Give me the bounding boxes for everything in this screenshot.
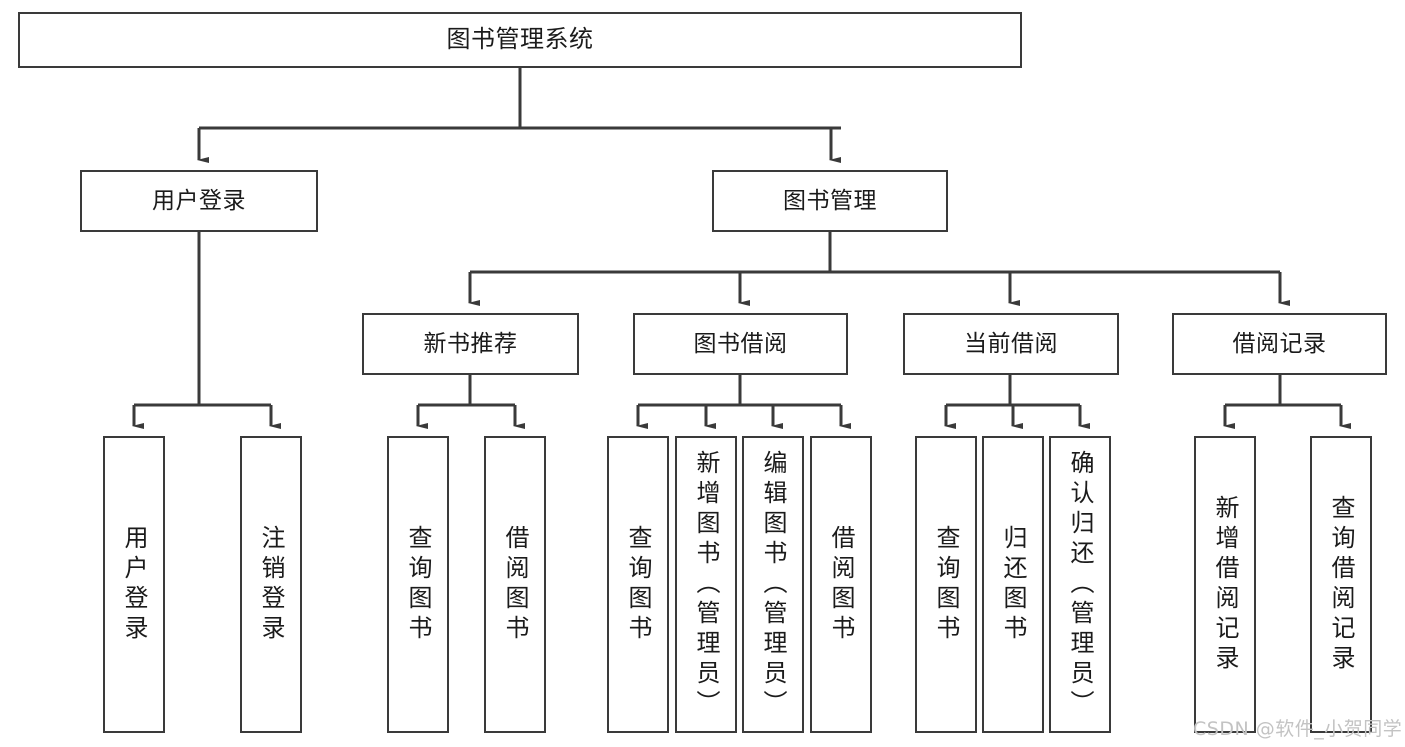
leaf-node[interactable]: 编辑图书（管理员） (742, 436, 804, 733)
node-current-borrow-label: 当前借阅 (964, 330, 1058, 357)
node-current-borrow[interactable]: 当前借阅 (903, 313, 1119, 375)
leaf-node-label: 查询图书 (624, 524, 652, 645)
leaf-node[interactable]: 查询借阅记录 (1310, 436, 1372, 733)
node-root[interactable]: 图书管理系统 (18, 12, 1022, 68)
leaf-node-label: 编辑图书（管理员） (759, 449, 787, 720)
leaf-node[interactable]: 借阅图书 (810, 436, 872, 733)
leaf-node-label: 注销登录 (257, 524, 285, 645)
leaf-node-label: 归还图书 (999, 524, 1027, 645)
node-root-label: 图书管理系统 (446, 25, 594, 54)
leaf-node[interactable]: 新增借阅记录 (1194, 436, 1256, 733)
node-user-login[interactable]: 用户登录 (80, 170, 318, 232)
node-new-book-rec[interactable]: 新书推荐 (362, 313, 579, 375)
leaf-node-label: 新增图书（管理员） (692, 449, 720, 720)
node-user-login-label: 用户登录 (152, 187, 246, 214)
leaf-node-label: 查询图书 (404, 524, 432, 645)
leaf-node[interactable]: 归还图书 (982, 436, 1044, 733)
leaf-node[interactable]: 用户登录 (103, 436, 165, 733)
leaf-node[interactable]: 注销登录 (240, 436, 302, 733)
node-book-manage-label: 图书管理 (783, 187, 877, 214)
leaf-node-label: 借阅图书 (827, 524, 855, 645)
leaf-node[interactable]: 借阅图书 (484, 436, 546, 733)
node-book-manage[interactable]: 图书管理 (712, 170, 948, 232)
leaf-node-label: 查询借阅记录 (1327, 494, 1355, 675)
node-new-book-rec-label: 新书推荐 (423, 330, 518, 357)
leaf-node[interactable]: 确认归还（管理员） (1049, 436, 1111, 733)
leaf-node[interactable]: 查询图书 (387, 436, 449, 733)
leaf-node[interactable]: 新增图书（管理员） (675, 436, 737, 733)
leaf-node-label: 借阅图书 (501, 524, 529, 645)
csdn-watermark: CSDN @软件_小贺同学 (1193, 718, 1403, 740)
leaf-node-label: 用户登录 (120, 524, 148, 645)
leaf-node[interactable]: 查询图书 (915, 436, 977, 733)
leaf-node-label: 确认归还（管理员） (1066, 449, 1094, 720)
node-borrow-record[interactable]: 借阅记录 (1172, 313, 1387, 375)
node-book-borrow[interactable]: 图书借阅 (633, 313, 848, 375)
node-book-borrow-label: 图书借阅 (693, 330, 788, 357)
leaf-node-label: 查询图书 (932, 524, 960, 645)
leaf-node[interactable]: 查询图书 (607, 436, 669, 733)
leaf-node-label: 新增借阅记录 (1211, 494, 1239, 675)
node-borrow-record-label: 借阅记录 (1232, 330, 1327, 357)
